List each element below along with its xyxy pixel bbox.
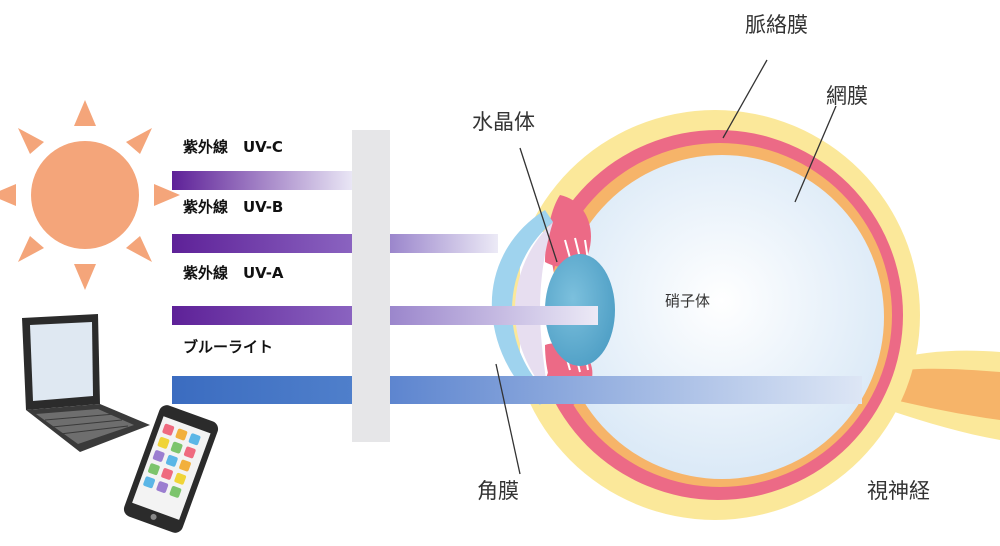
label-uvb: 紫外線 UV-B: [183, 198, 283, 216]
filter-panel: [352, 130, 390, 442]
label-choroid: 脈絡膜: [745, 13, 808, 37]
eye-illustration: [491, 110, 1000, 520]
label-bluelight: ブルーライト: [183, 338, 273, 356]
label-lens: 水晶体: [472, 110, 535, 134]
ray-uvb-filtered: [390, 234, 498, 253]
ray-uvc: [172, 171, 352, 190]
label-uva: 紫外線 UV-A: [183, 264, 284, 282]
ray-uva: [172, 306, 352, 325]
sun-icon: [0, 100, 180, 290]
smartphone-icon: [123, 405, 219, 533]
ray-bluelight: [172, 376, 352, 404]
label-uvc: 紫外線 UV-C: [183, 138, 283, 156]
cornea: [491, 210, 553, 405]
label-retina: 網膜: [826, 84, 868, 108]
ray-uvb: [172, 234, 352, 253]
label-optic-nerve: 視神経: [867, 479, 930, 503]
label-vitreous: 硝子体: [665, 292, 710, 310]
ray-bluelight-filtered: [390, 376, 862, 404]
laptop-icon: [22, 314, 150, 452]
iris-upper: [545, 195, 591, 268]
ray-uva-filtered: [390, 306, 598, 325]
rays: [172, 171, 862, 404]
leader-lines: [495, 59, 837, 475]
label-cornea: 角膜: [477, 479, 519, 503]
